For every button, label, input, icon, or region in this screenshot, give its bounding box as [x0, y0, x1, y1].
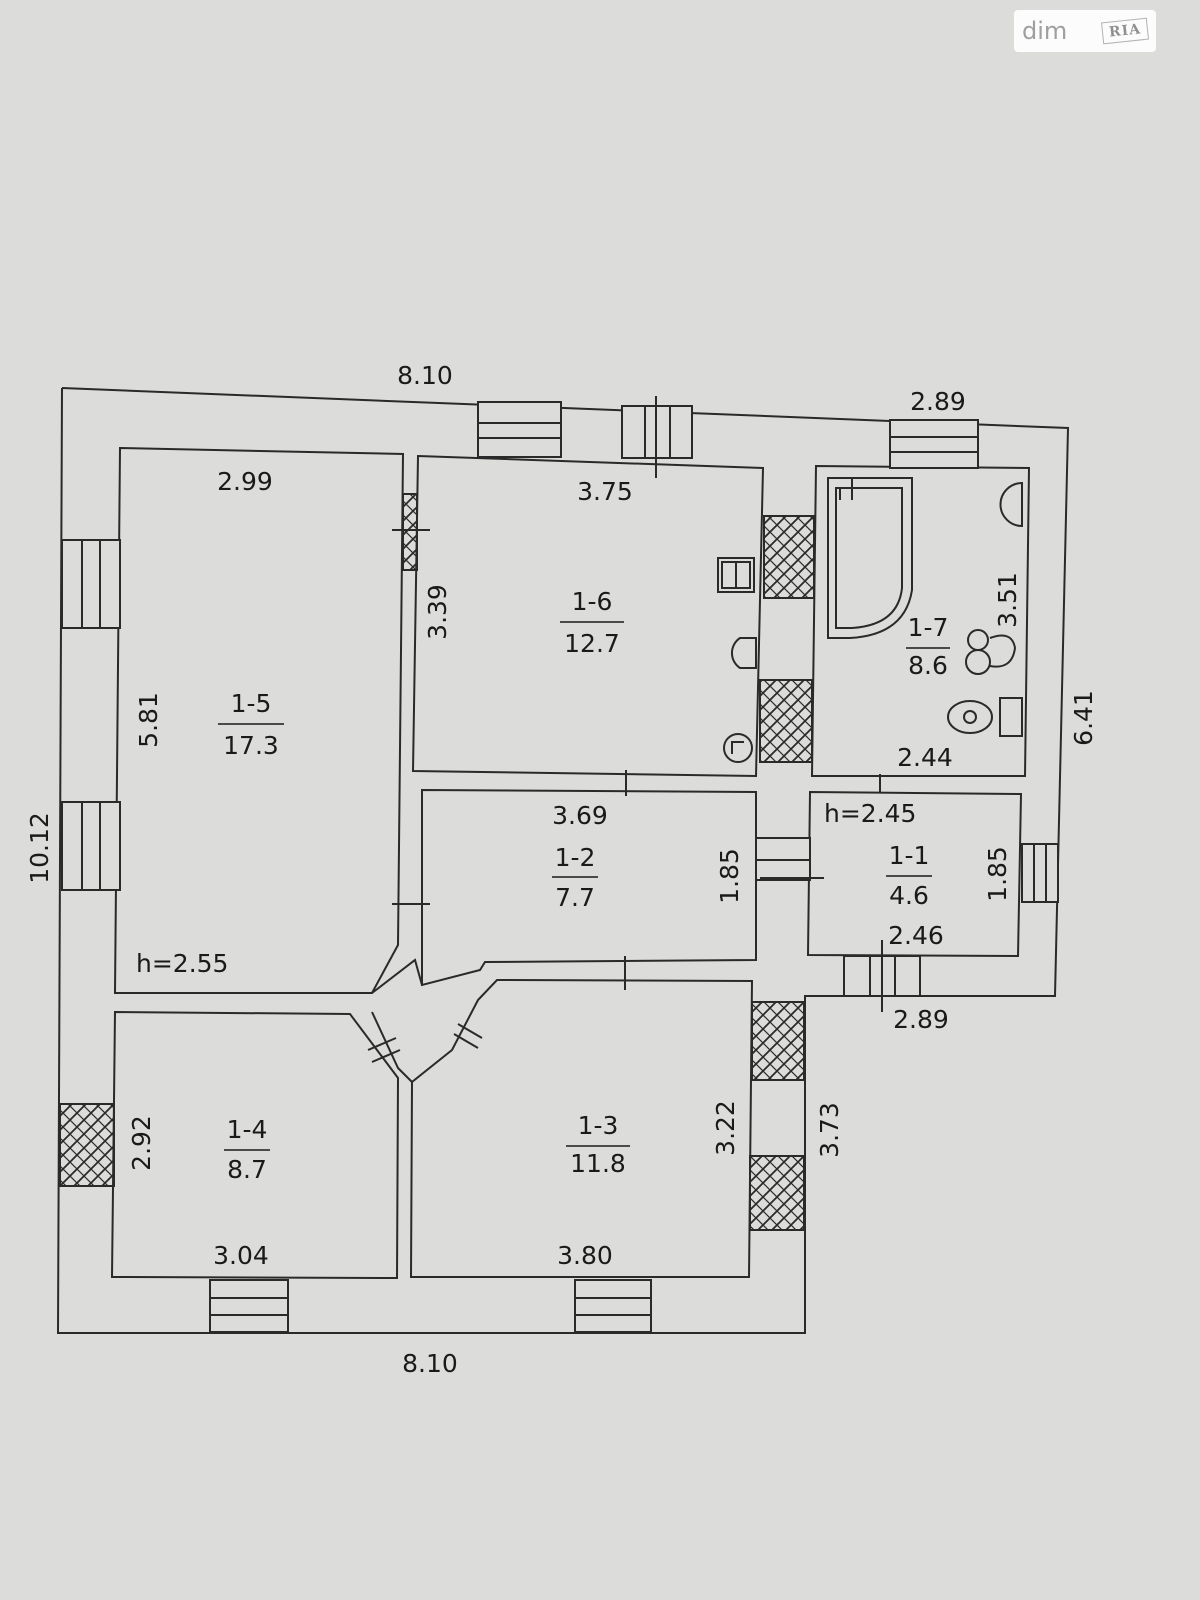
- room-id: 1-3: [578, 1111, 619, 1140]
- stove-block-2: [759, 679, 813, 763]
- room-1-4-outline: [110, 1010, 400, 1280]
- watermark-text: dim: [1022, 17, 1068, 45]
- dim-room-1-7-width: 2.44: [897, 743, 953, 772]
- stove-block-5: [59, 1103, 115, 1187]
- room-1-1-outline: [806, 790, 1023, 958]
- dim-room-1-7-length: 3.51: [993, 572, 1022, 628]
- dim-room-1-1-width: 2.46: [888, 921, 944, 950]
- room-id: 1-6: [572, 587, 613, 616]
- room-area: 17.3: [223, 731, 279, 760]
- stove-icon: [717, 557, 755, 593]
- watermark-badge: RIA: [1100, 17, 1150, 45]
- room-area: 8.6: [908, 651, 948, 680]
- window-top-3: [889, 419, 979, 469]
- corridor-outline: [371, 958, 423, 1083]
- boiler-icon: [723, 733, 753, 763]
- kitchen-sink-icon: [731, 637, 757, 669]
- fixtures: [717, 477, 1023, 763]
- door-marks: [367, 396, 883, 1063]
- dim-right-lower-total: 3.73: [815, 1102, 844, 1158]
- window-bottom-1: [209, 1279, 289, 1333]
- room-area: 12.7: [564, 629, 620, 658]
- hatched-blocks: [59, 493, 815, 1231]
- dimension-labels: 8.10 2.89 2.99 3.75 3.69 2.44 2.46 2.89 …: [25, 361, 1098, 1378]
- room-area: 11.8: [570, 1149, 626, 1178]
- dim-room-1-3-width: 3.80: [557, 1241, 613, 1270]
- dim-room-1-4-length: 2.92: [127, 1115, 156, 1171]
- window-bottom-2: [574, 1279, 652, 1333]
- height-annex: h=2.45: [824, 799, 916, 828]
- dim-left-total: 10.12: [25, 812, 54, 884]
- bathtub-icon: [827, 477, 913, 639]
- dim-room-1-1-length: 1.85: [983, 846, 1012, 902]
- room-id: 1-5: [231, 689, 272, 718]
- room-id: 1-2: [555, 843, 596, 872]
- room-label-lines: [218, 621, 950, 1151]
- room-area: 7.7: [555, 883, 595, 912]
- dim-room-1-5-length: 5.81: [134, 692, 163, 748]
- stove-block-6: [402, 493, 418, 571]
- toilet-icon: [947, 697, 1023, 737]
- dim-room-1-3-length: 3.22: [711, 1100, 740, 1156]
- stove-block-3: [751, 1001, 805, 1081]
- room-1-5-outline: [113, 446, 405, 994]
- dim-room-1-5-width: 2.99: [217, 467, 273, 496]
- room-area: 4.6: [889, 881, 929, 910]
- dim-bottom-right: 2.89: [893, 1005, 949, 1034]
- room-1-6-outline: [411, 454, 765, 778]
- window-left-1: [61, 539, 121, 629]
- room-id: 1-1: [889, 841, 930, 870]
- dim-room-1-6-width: 3.75: [577, 477, 633, 506]
- dim-room-1-6-length: 3.39: [423, 584, 452, 640]
- window-corridor: [755, 837, 811, 881]
- stove-block-1: [763, 515, 815, 599]
- stove-block-4: [749, 1155, 805, 1231]
- dim-right-total: 6.41: [1069, 690, 1098, 746]
- outer-walls: [56, 387, 1070, 1334]
- dim-room-1-2-length: 1.85: [715, 848, 744, 904]
- room-area: 8.7: [227, 1155, 267, 1184]
- dim-bottom-total: 8.10: [402, 1349, 458, 1378]
- bath-sink-icon: [999, 481, 1023, 528]
- room-id: 1-4: [227, 1115, 268, 1144]
- window-right-annex: [1021, 843, 1059, 903]
- dim-room-1-2-width: 3.69: [552, 801, 608, 830]
- watermark-logo: dim RIA: [1014, 10, 1156, 52]
- dim-room-1-4-width: 3.04: [213, 1241, 269, 1270]
- washing-machine-icon: [965, 629, 1017, 675]
- height-main: h=2.55: [136, 949, 228, 978]
- room-id: 1-7: [908, 613, 949, 642]
- dim-top-total: 8.10: [397, 361, 453, 390]
- dim-top-right: 2.89: [910, 387, 966, 416]
- room-labels: 1-5 17.3 1-6 12.7 1-7 8.6 1-2 7.7 1-1 4.…: [223, 587, 948, 1184]
- window-top-1: [477, 401, 562, 458]
- window-left-2: [61, 801, 121, 891]
